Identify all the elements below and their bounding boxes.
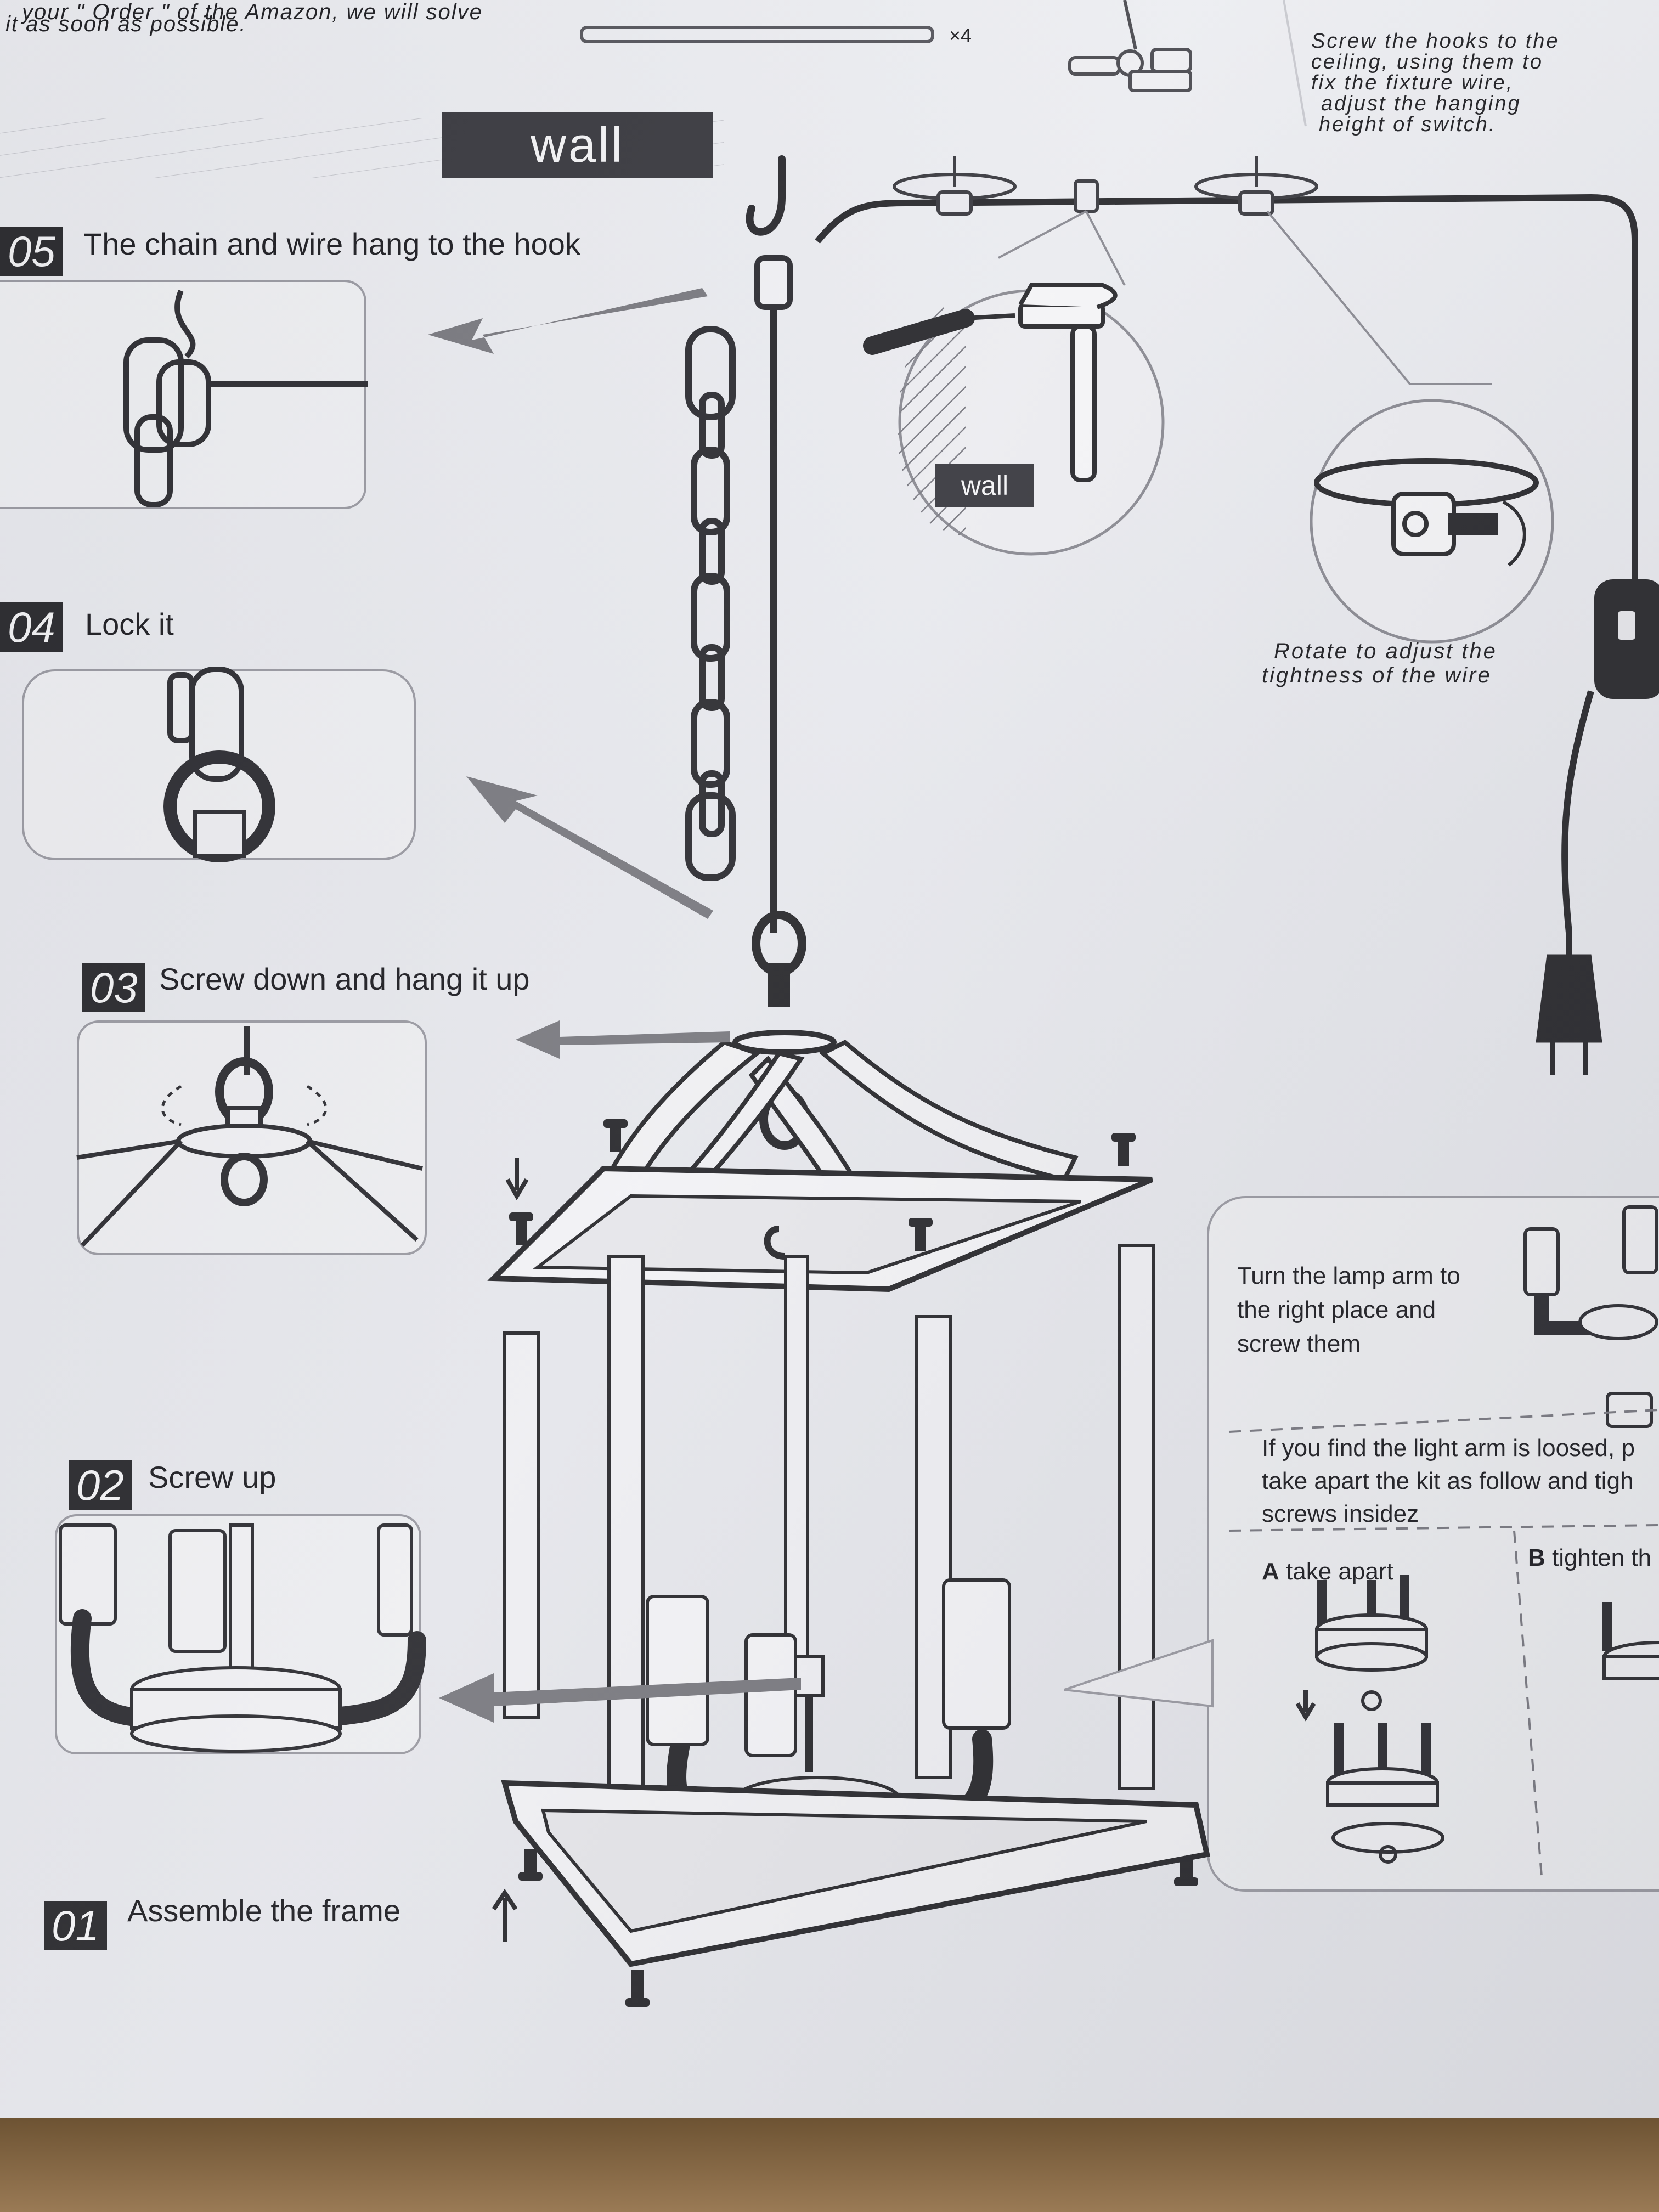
hooks-note-line: adjust the hanging [1321,92,1521,115]
frame-screws [509,1119,1198,2007]
step4-art [163,667,275,862]
hammer-icon [1018,283,1118,482]
step-2-title: Screw up [148,1460,276,1494]
table-surface [0,2118,1659,2212]
loose-note-line: If you find the light arm is loosed, p [1262,1435,1635,1462]
turn-arm-line: Turn the lamp arm to [1237,1262,1460,1289]
top-note-line1: your " Order " of the Amazon, we will so… [22,0,483,24]
wall-zoom-label: wall [935,464,1034,507]
turn-arm-line: screw them [1237,1330,1361,1357]
step5-art [123,290,368,507]
take-apart-letter: A [1262,1558,1279,1585]
plug-icon [1536,954,1602,1075]
step-arrows [428,288,801,1723]
loose-note-line: screws insidez [1262,1500,1419,1527]
step-4-title: Lock it [85,607,174,641]
hooks-note-line: ceiling, using them to [1311,50,1543,74]
step-1-number: 01 [44,1901,107,1950]
step-2-number: 02 [69,1460,132,1510]
hooks-note-line: Screw the hooks to the [1311,30,1560,53]
turn-arm-note: Turn the lamp arm to the right place and… [1237,1259,1460,1361]
take-apart-art [1295,1575,1444,1864]
step-5-title: The chain and wire hang to the hook [83,227,580,261]
rod-icon [580,26,934,43]
take-apart-heading: A take apart [1262,1558,1393,1585]
loose-note-line: take apart the kit as follow and tigh [1262,1468,1634,1494]
lamp-frame-top [487,1040,1153,1293]
step2-art [59,1523,426,1753]
assembly-diagram [0,0,1659,2007]
turn-arm-line: the right place and [1237,1296,1436,1323]
rotate-note-line: Rotate to adjust the [1274,639,1497,663]
step-3-title: Screw down and hang it up [159,962,530,996]
center-rod [764,1226,825,1772]
take-apart-text: take apart [1286,1558,1393,1585]
wire-clips [893,156,1318,216]
wall-switch [1594,579,1659,699]
lamp-arm-art [1523,1205,1658,1428]
loose-arm-note: If you find the light arm is loosed, p t… [1262,1432,1635,1531]
step3-art [76,1026,423,1247]
hook-kit-icon [1068,0,1192,92]
tighten-heading: B tighten th [1528,1544,1651,1572]
tighten-art [1602,1602,1659,1680]
wall-zoom-label-text: wall [961,470,1009,501]
step-5-number: 05 [0,227,63,276]
hooks-note: Screw the hooks to the ceiling, using th… [1311,31,1618,135]
step-4-number: 04 [0,602,63,652]
hooks-note-line: height of switch. [1319,113,1497,136]
top-note-line2: it as soon as possible. [5,12,247,36]
wall-label-text: wall [530,117,625,173]
hooks-note-line: fix the fixture wire, [1311,71,1514,94]
clip-zoom [1266,210,1554,644]
tighten-letter: B [1528,1544,1545,1571]
step-3-number: 03 [82,963,145,1012]
main-chain [685,326,736,881]
rod-quantity: ×4 [949,24,972,47]
rotate-note-line: tightness of the wire [1262,663,1492,687]
frame-posts [503,1244,1155,1916]
instruction-sheet: your " Order " of the Amazon, we will so… [0,0,1659,2118]
lamp-frame-bottom [501,1780,1210,1967]
wall-label: wall [442,112,713,178]
step-1-title: Assemble the frame [127,1893,400,1928]
rotate-note: Rotate to adjust the tightness of the wi… [1262,639,1497,687]
ceiling-hook [746,155,786,236]
tighten-text: tighten th [1552,1544,1652,1571]
